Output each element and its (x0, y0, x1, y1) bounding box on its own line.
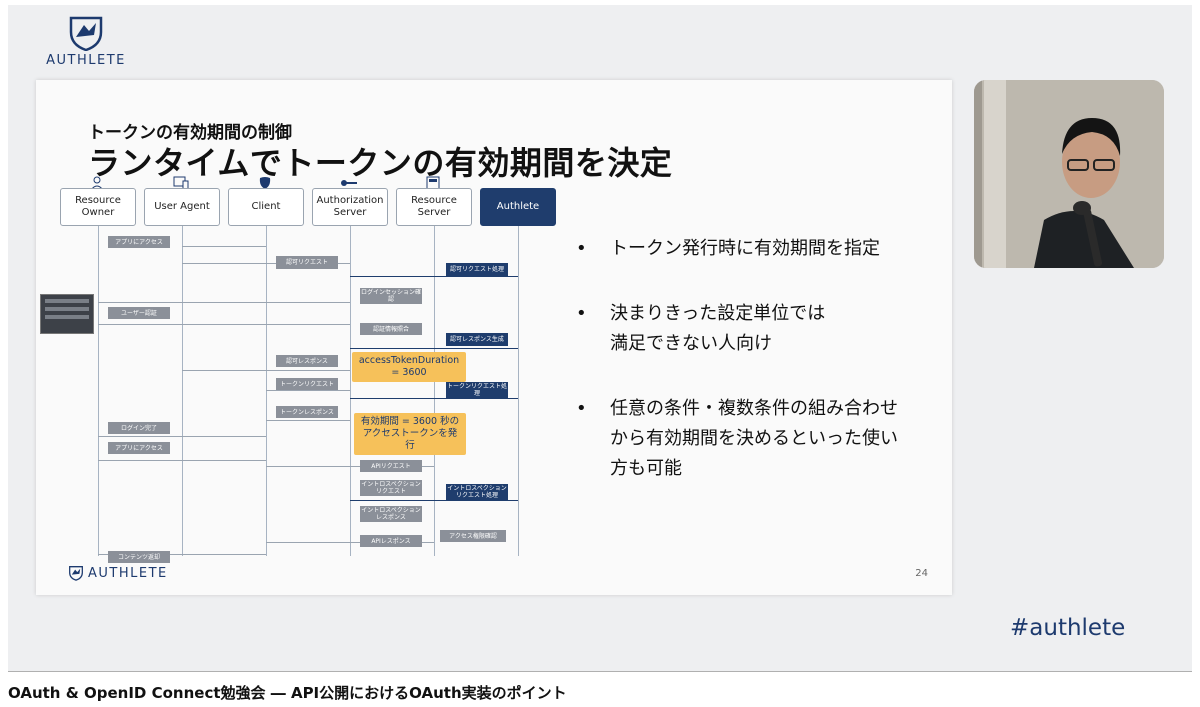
actor-client: Client (228, 188, 304, 226)
bullet-item: •トークン発行時に有効期間を指定 (576, 238, 880, 259)
sequence-arrow (266, 390, 350, 391)
speaker-webcam (974, 80, 1164, 268)
step-box: アプリにアクセス (108, 236, 170, 248)
lifeline-resource-server (434, 226, 435, 556)
sequence-arrow (182, 246, 266, 247)
sequence-arrow (98, 460, 266, 461)
step-box: イントロスペクションリクエスト (360, 480, 422, 496)
actor-resource-server: Resource Server (396, 188, 472, 226)
sequence-arrow (350, 500, 518, 501)
step-box: APIリクエスト (360, 460, 422, 472)
step-box: トークンリクエスト処理 (446, 382, 508, 398)
slide-footer-brand: AUTHLETE (88, 565, 168, 581)
mask-icon (259, 177, 271, 189)
sequence-arrow (98, 436, 266, 437)
brand-name: AUTHLETE (46, 53, 126, 68)
shield-icon (69, 16, 103, 51)
lifeline-user-agent (182, 226, 183, 556)
sequence-arrow (350, 348, 518, 349)
step-box: 認可リクエスト処理 (446, 263, 508, 276)
slide-footer-logo: AUTHLETE (68, 565, 168, 581)
step-box: 認可リクエスト (276, 256, 338, 269)
step-box: アクセス権限確認 (440, 530, 506, 542)
key-icon (341, 180, 357, 186)
callout-issue-token: 有効期間 = 3600 秒の アクセストークンを発行 (354, 413, 466, 455)
step-box: ログインセッション確認 (360, 288, 422, 304)
step-box: 認可レスポンス (276, 355, 338, 367)
sequence-arrow (182, 263, 350, 264)
actor-authlete: Authlete (480, 188, 556, 226)
step-box: トークンリクエスト (276, 378, 338, 390)
sequence-arrow (266, 542, 434, 543)
step-box: アプリにアクセス (108, 442, 170, 454)
sequence-arrow (350, 276, 518, 277)
step-box: APIレスポンス (360, 535, 422, 547)
bullet-list: •トークン発行時に有効期間を指定 •決まりきった設定単位では 満足できない人向け… (570, 234, 930, 519)
step-box: 認可レスポンス生成 (446, 333, 508, 346)
login-screen-thumbnail (40, 294, 94, 334)
lifeline-authorization-server (350, 226, 351, 556)
sequence-arrow (98, 302, 350, 303)
slide-page-number: 24 (915, 568, 928, 579)
actor-authorization-server: Authorization Server (312, 188, 388, 226)
callout-token-duration: accessTokenDuration = 3600 (352, 352, 466, 382)
sequence-arrow (98, 554, 266, 555)
step-box: ログイン完了 (108, 422, 170, 434)
step-box: イントロスペクションレスポンス (360, 506, 422, 522)
authlete-logo: AUTHLETE (36, 15, 136, 68)
hashtag-label: #authlete (1010, 615, 1126, 641)
presentation-slide: トークンの有効期間の制御 ランタイムでトークンの有効期間を決定 Resource… (36, 80, 952, 595)
slide-title: ランタイムでトークンの有効期間を決定 (88, 144, 673, 182)
lifeline-client (266, 226, 267, 556)
sequence-arrow (98, 324, 350, 325)
divider (8, 671, 1192, 672)
step-box: 認証情報照合 (360, 323, 422, 335)
bullet-item: •決まりきった設定単位では 満足できない人向け (576, 303, 826, 354)
step-box: コンテンツ返却 (108, 551, 170, 563)
step-box: トークンレスポンス (276, 406, 338, 418)
step-box: イントロスペクションリクエスト処理 (446, 484, 508, 500)
bullet-item: •任意の条件・複数条件の組み合わせ から有効期間を決めるといった使い 方も可能 (576, 398, 898, 479)
speaker-photo (974, 80, 1164, 268)
step-box: ユーザー認証 (108, 307, 170, 319)
actor-resource-owner: Resource Owner (60, 188, 136, 226)
sequence-arrow (266, 420, 350, 421)
video-caption: OAuth & OpenID Connect勉強会 ― API公開におけるOAu… (8, 684, 567, 702)
actor-user-agent: User Agent (144, 188, 220, 226)
sequence-arrow (266, 466, 434, 467)
sequence-arrow (350, 398, 518, 399)
lifeline-resource-owner (98, 226, 99, 556)
slide-subtitle: トークンの有効期間の制御 (88, 123, 292, 143)
lifeline-authlete (518, 226, 519, 556)
shield-icon (69, 566, 83, 581)
video-frame[interactable]: AUTHLETE トークンの有効期間の制御 ランタイムでトークンの有効期間を決定… (8, 5, 1192, 671)
sequence-arrow (182, 370, 350, 371)
